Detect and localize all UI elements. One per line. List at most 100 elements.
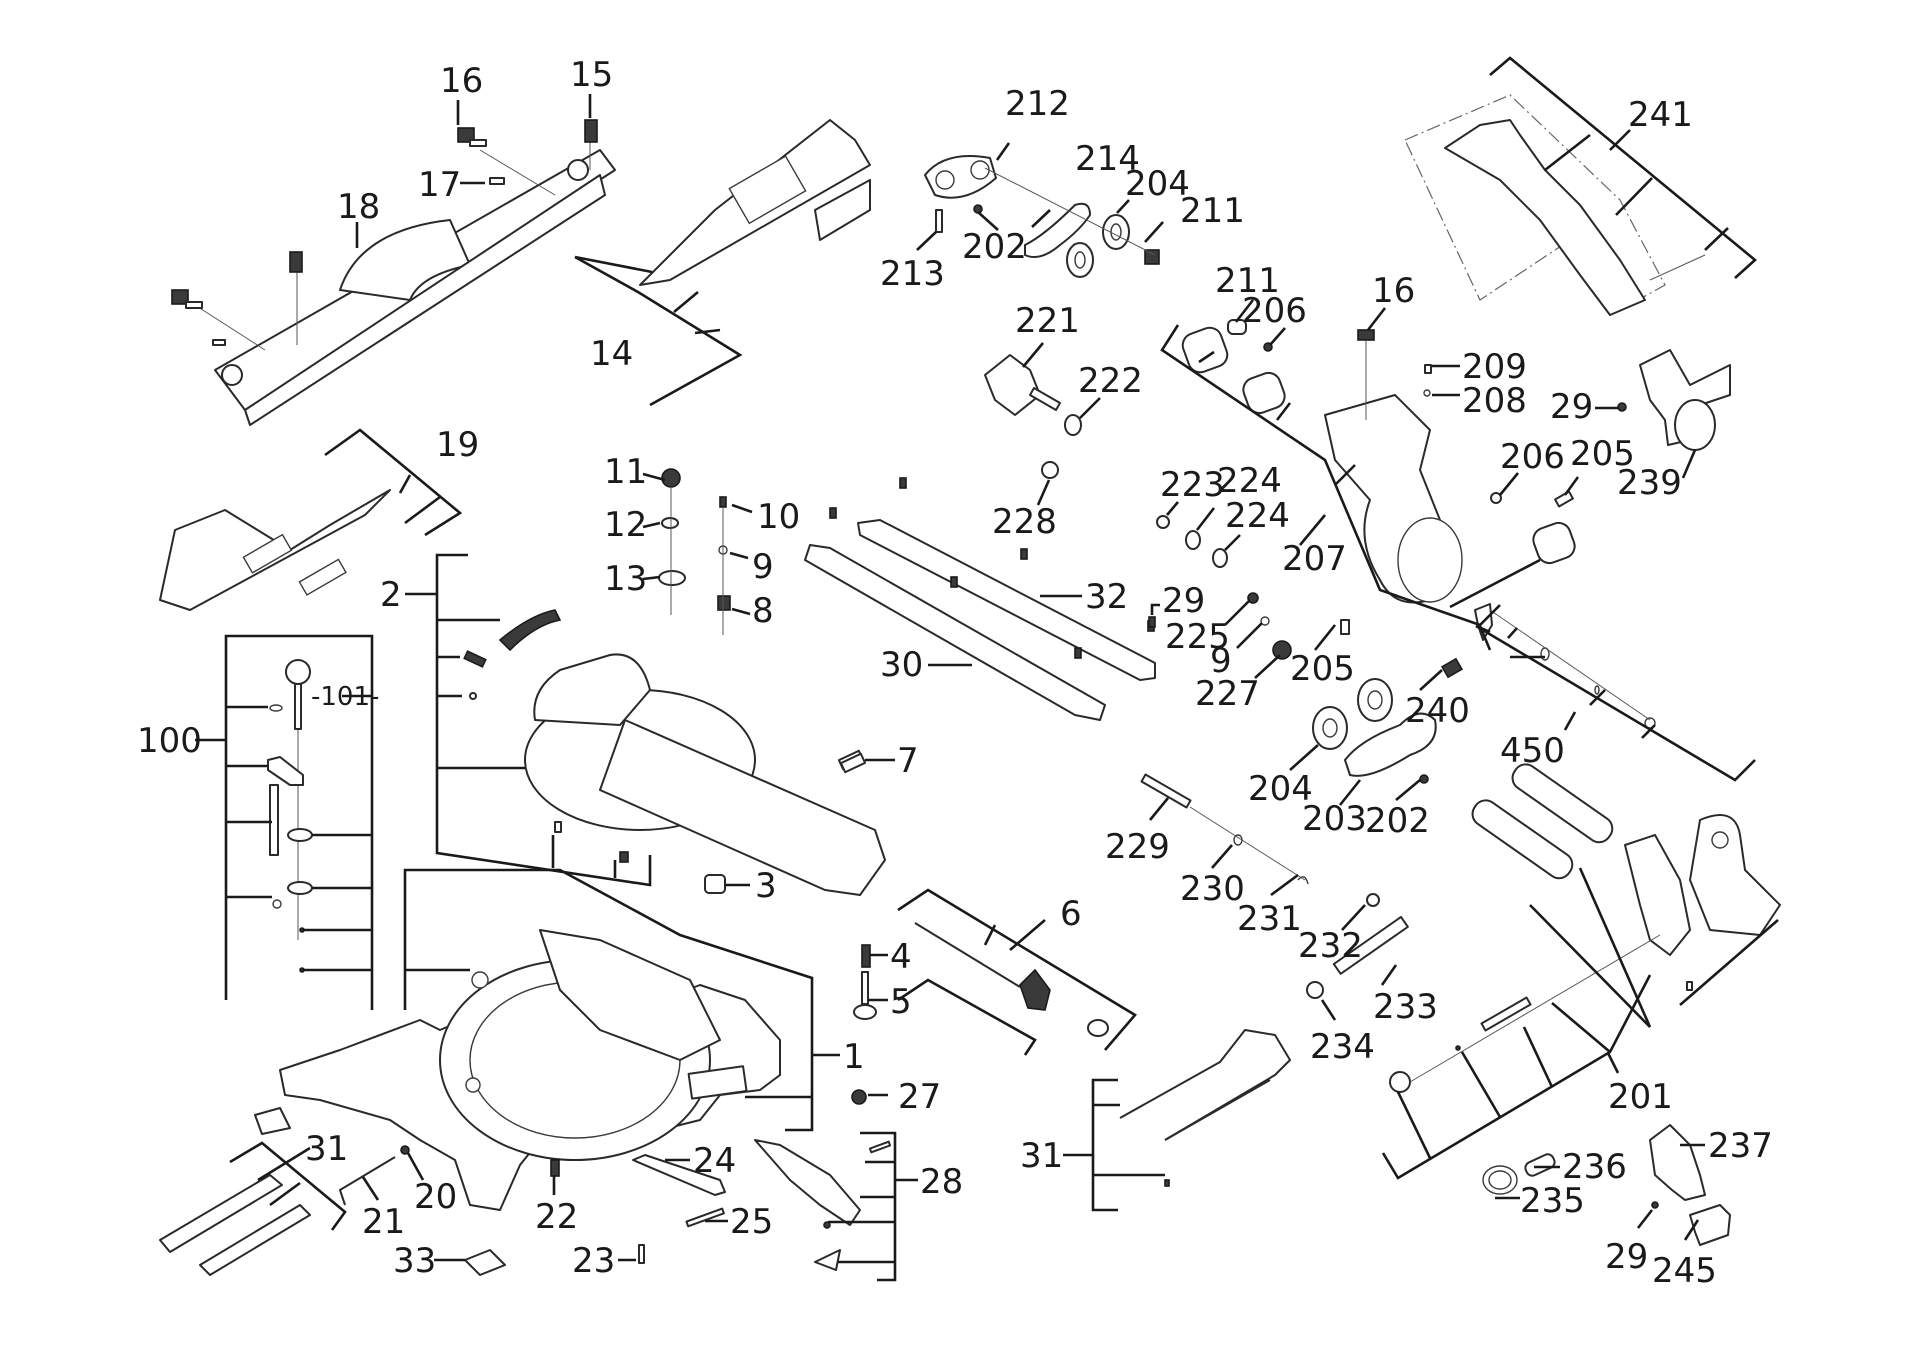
part-6-handle-rod <box>914 922 1109 1037</box>
part-231-clip <box>1297 876 1309 885</box>
label-14: 14 <box>590 334 633 374</box>
label-207: 207 <box>1282 539 1347 579</box>
part-24-bracket <box>632 1154 726 1196</box>
label-228: 228 <box>992 502 1057 542</box>
label-213: 213 <box>880 254 945 294</box>
part-8-clip <box>717 595 731 611</box>
part-207-arm <box>1181 326 1576 604</box>
part-29-screw-b <box>1148 616 1156 628</box>
label-9: 9 <box>752 547 774 587</box>
part-201-handle-assembly <box>1389 763 1781 1093</box>
part-224-washer-a <box>1185 530 1201 550</box>
part-237-cover <box>1649 1124 1706 1201</box>
part-33-foot <box>464 1249 506 1276</box>
part-16-knob-arm <box>1357 329 1375 420</box>
part-31-leg-left <box>159 1174 311 1276</box>
label-16-arm: 16 <box>1372 271 1415 311</box>
part-225-screw <box>1247 592 1259 604</box>
label-245: 245 <box>1652 1251 1717 1291</box>
part-212-link <box>924 155 997 199</box>
part-233-tube <box>1332 915 1409 975</box>
label-202-top: 202 <box>962 227 1027 267</box>
label-31-right: 31 <box>1020 1136 1063 1176</box>
label-29-arm: 29 <box>1550 387 1593 427</box>
part-202-screw-top <box>973 204 983 214</box>
part-450-latch <box>1474 603 1656 729</box>
part-12-washer <box>661 517 679 529</box>
part-4-spring <box>861 944 871 968</box>
part-228-bushing <box>1041 461 1059 479</box>
label-11: 11 <box>604 452 647 492</box>
part-208-washer <box>1423 389 1431 397</box>
label-234: 234 <box>1310 1027 1375 1067</box>
part-204-washer-top <box>1102 214 1130 250</box>
label-20: 20 <box>414 1177 457 1217</box>
part-3-nut <box>704 874 726 894</box>
leaders <box>195 56 1779 1282</box>
label-233: 233 <box>1373 987 1438 1027</box>
label-450: 450 <box>1500 731 1565 771</box>
part-32-rail <box>857 519 1156 681</box>
label-223: 223 <box>1160 465 1225 505</box>
label-205-b: 205 <box>1290 649 1355 689</box>
part-234-ring <box>1306 981 1324 999</box>
part-223-nut <box>1156 515 1170 529</box>
part-20-nut <box>400 1145 410 1155</box>
part-30-rail <box>804 544 1106 721</box>
part-22-bolt <box>550 1159 560 1177</box>
label-206-arm-top: 206 <box>1242 291 1307 331</box>
label-201: 201 <box>1608 1077 1673 1117</box>
label-212: 212 <box>1005 84 1070 124</box>
label-224-a: 224 <box>1217 461 1282 501</box>
part-245-cap <box>1689 1204 1731 1246</box>
part-214-plate <box>1024 202 1091 258</box>
label-1: 1 <box>843 1037 865 1077</box>
label-225: 225 <box>1165 617 1230 657</box>
part-18-fence-left <box>194 140 616 426</box>
part-204-washer-b <box>1357 678 1393 722</box>
part-239-dust-port <box>1639 349 1731 451</box>
part-1-base <box>279 929 781 1211</box>
label-32: 32 <box>1085 577 1128 617</box>
label-221: 221 <box>1015 301 1080 341</box>
label-33: 33 <box>393 1241 436 1281</box>
label-240: 240 <box>1405 691 1470 731</box>
part-27-nut <box>851 1089 867 1105</box>
label-8: 8 <box>752 591 774 631</box>
part-9-washer-b <box>1260 616 1270 626</box>
part-14-fence-right <box>639 119 871 286</box>
part-204-washer-a <box>1312 706 1348 750</box>
part-230-washer <box>1233 834 1243 846</box>
part-washer-top-2 <box>1066 242 1094 278</box>
label-232: 232 <box>1298 926 1363 966</box>
label-6: 6 <box>1060 894 1082 934</box>
label-208: 208 <box>1462 381 1527 421</box>
part-knob-left <box>171 289 203 309</box>
label-18: 18 <box>337 187 380 227</box>
part-235-spring <box>1482 1165 1518 1195</box>
part-19-sub-fence <box>159 489 391 611</box>
part-21-hex-key <box>339 1156 396 1206</box>
part-236-sleeve <box>1524 1153 1556 1177</box>
part-205-screw-b <box>1340 619 1350 635</box>
label-203: 203 <box>1302 799 1367 839</box>
label-24: 24 <box>693 1141 736 1181</box>
label-204-top: 204 <box>1125 164 1190 204</box>
label-2: 2 <box>380 575 402 615</box>
label-29-rail: 29 <box>1162 581 1205 621</box>
part-31-support-leg <box>1119 1029 1291 1187</box>
label-100: 100 <box>137 721 202 761</box>
label-224-b: 224 <box>1225 496 1290 536</box>
label-16: 16 <box>440 61 483 101</box>
label-230: 230 <box>1180 869 1245 909</box>
part-29-screw-a <box>1617 402 1627 412</box>
label-12: 12 <box>604 505 647 545</box>
label-241: 241 <box>1628 95 1693 135</box>
label-101: -101- <box>311 682 379 712</box>
label-31-left: 31 <box>305 1129 348 1169</box>
part-17-pin <box>489 177 505 185</box>
label-239: 239 <box>1617 463 1682 503</box>
part-13-washer <box>658 570 686 586</box>
label-5: 5 <box>890 982 912 1022</box>
